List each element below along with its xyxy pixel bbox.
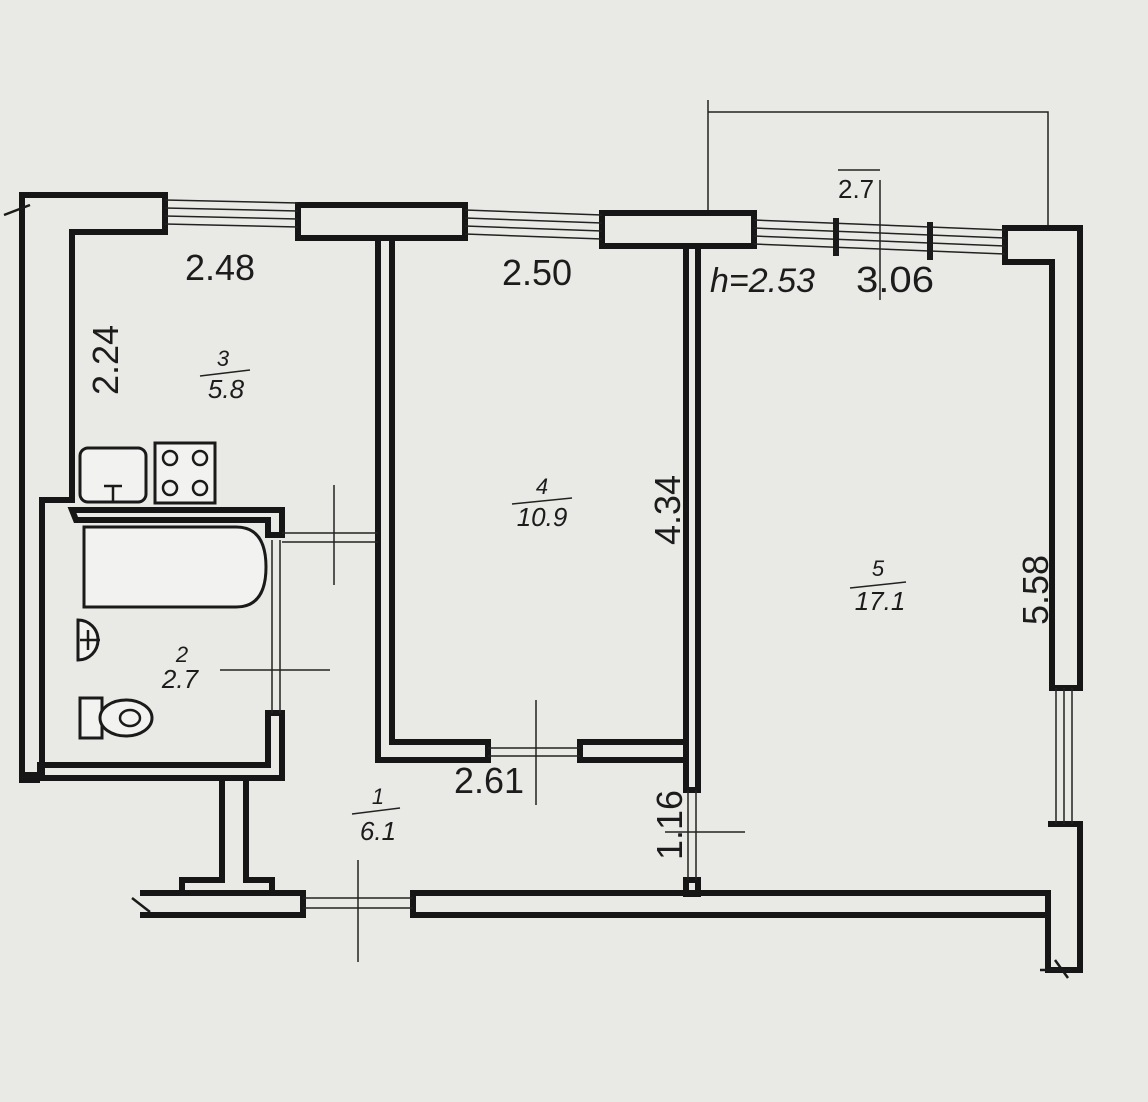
- balcony-label: 2.7: [838, 174, 874, 204]
- dimension-kitchen-width: 2.48: [185, 247, 255, 288]
- room-area: 2.7: [161, 664, 200, 694]
- windows: [164, 199, 1073, 824]
- room-number: 3: [217, 346, 230, 371]
- room-4: 4 10.9: [511, 474, 573, 532]
- dimension-closet-depth: 1.16: [649, 790, 690, 860]
- sink-icon: [78, 446, 148, 504]
- dimensions: 2.48 2.24 2.50 4.34 h=2.53 3.06 5.58 2.6…: [85, 174, 1056, 860]
- room-labels: 3 5.8 4 10.9 5 17.1 2 2.7 1 6.1: [161, 346, 907, 846]
- room-area: 10.9: [517, 502, 568, 532]
- room-area: 5.8: [208, 374, 245, 404]
- balcony: [707, 100, 1049, 225]
- bathtub-icon: [82, 525, 268, 609]
- dimension-room5-depth: 5.58: [1015, 555, 1056, 625]
- room-area: 6.1: [360, 816, 396, 846]
- dimension-room4-width: 2.50: [502, 252, 572, 293]
- room-number: 1: [372, 784, 384, 809]
- toilet-icon: [78, 696, 154, 740]
- window-right: [1055, 688, 1073, 824]
- window-kitchen: [164, 199, 299, 228]
- tick-marks: [3, 169, 1070, 979]
- room-1-hall: 1 6.1: [351, 784, 401, 846]
- ceiling-height-label: h=2.53: [710, 262, 815, 300]
- room-5: 5 17.1: [849, 556, 907, 616]
- dimension-kitchen-depth: 2.24: [85, 325, 126, 395]
- room-number: 5: [872, 556, 885, 581]
- dimension-room5-width: 3.06: [856, 259, 934, 300]
- room-area: 17.1: [855, 586, 906, 616]
- fixtures: [76, 441, 268, 740]
- dimension-hall-width: 2.61: [454, 760, 524, 801]
- doors: [220, 485, 745, 962]
- washbasin-icon: [76, 618, 100, 662]
- room-number: 2: [175, 642, 188, 667]
- stove-icon: [153, 441, 217, 505]
- room-3-kitchen: 3 5.8: [199, 346, 251, 404]
- room-2-bathroom: 2 2.7: [161, 642, 200, 694]
- window-room4: [464, 209, 603, 240]
- interior-walls: [37, 235, 701, 897]
- dimension-room4-depth: 4.34: [647, 475, 688, 545]
- room-number: 4: [536, 474, 548, 499]
